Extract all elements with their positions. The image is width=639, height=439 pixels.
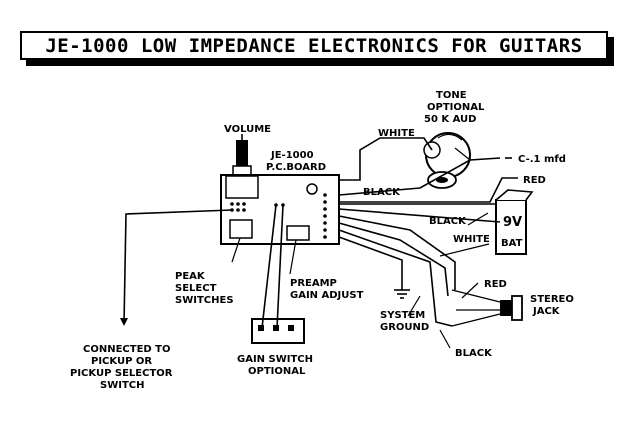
label-gain-1: GAIN SWITCH — [237, 354, 313, 365]
wire-black-jack — [338, 229, 453, 327]
label-battery-1: 9V — [503, 215, 522, 230]
label-red-top: RED — [523, 175, 546, 186]
wire-pickup — [123, 209, 233, 325]
wire-white-jack — [338, 215, 456, 290]
label-capacitor: C-.1 mfd — [518, 154, 566, 165]
ground-symbol — [394, 289, 410, 299]
label-tone-3: 50 K AUD — [424, 114, 476, 125]
stereo-jack — [451, 289, 523, 327]
label-preamp-1: PREAMP — [290, 278, 337, 289]
label-pickup-1: CONNECTED TO — [83, 344, 171, 355]
wire-ground — [338, 236, 403, 290]
label-battery-2: BAT — [501, 238, 523, 249]
label-red-jack: RED — [484, 279, 507, 290]
pickup-arrow — [120, 318, 128, 326]
label-ground-1: SYSTEM — [380, 310, 425, 321]
red-jack-leader — [461, 282, 479, 299]
capacitor — [427, 171, 457, 189]
wire-red-jack — [338, 222, 449, 297]
label-peak-1: PEAK — [175, 271, 206, 282]
pc-board — [220, 174, 340, 245]
label-gain-2: OPTIONAL — [248, 366, 306, 377]
wire-red-battery — [339, 177, 518, 203]
black-right-leader — [467, 212, 489, 226]
title-banner: JE-1000 LOW IMPEDANCE ELECTRONICS FOR GU… — [20, 31, 608, 60]
battery — [495, 189, 534, 255]
tone-pot — [423, 132, 471, 178]
black-bottom-leader — [439, 329, 451, 349]
label-white-top: WHITE — [378, 128, 415, 139]
wire-black-tone — [338, 157, 501, 196]
ground-leader — [407, 295, 421, 317]
label-board-1: JE-1000 — [270, 150, 314, 161]
label-board-2: P.C.BOARD — [266, 162, 326, 173]
label-tone-1: TONE — [436, 90, 467, 101]
label-pickup-2: PICKUP OR — [91, 356, 152, 367]
wire-gain-2 — [276, 204, 284, 329]
label-peak-2: SELECT — [175, 283, 217, 294]
label-black-right: BLACK — [429, 216, 467, 227]
page-title: JE-1000 LOW IMPEDANCE ELECTRONICS FOR GU… — [45, 34, 583, 57]
label-pickup-4: SWITCH — [100, 380, 144, 391]
label-jack-2: JACK — [532, 306, 561, 317]
wire-white-tone — [339, 137, 433, 181]
label-pickup-3: PICKUP SELECTOR — [70, 368, 173, 379]
wire-black-battery — [338, 208, 501, 223]
preamp-leader — [289, 239, 297, 275]
peak-leader — [231, 237, 241, 263]
label-black-bottom: BLACK — [455, 348, 493, 359]
label-tone-2: OPTIONAL — [427, 102, 485, 113]
label-black-mid: BLACK — [363, 187, 401, 198]
label-peak-3: SWITCHES — [175, 295, 234, 306]
label-ground-2: GROUND — [380, 322, 429, 333]
wire-gain-1 — [261, 204, 277, 329]
label-jack-1: STEREO — [530, 294, 574, 305]
label-preamp-2: GAIN ADJUST — [290, 290, 364, 301]
label-volume: VOLUME — [224, 124, 271, 135]
white-right-leader — [439, 243, 490, 257]
label-white-right: WHITE — [453, 234, 490, 245]
